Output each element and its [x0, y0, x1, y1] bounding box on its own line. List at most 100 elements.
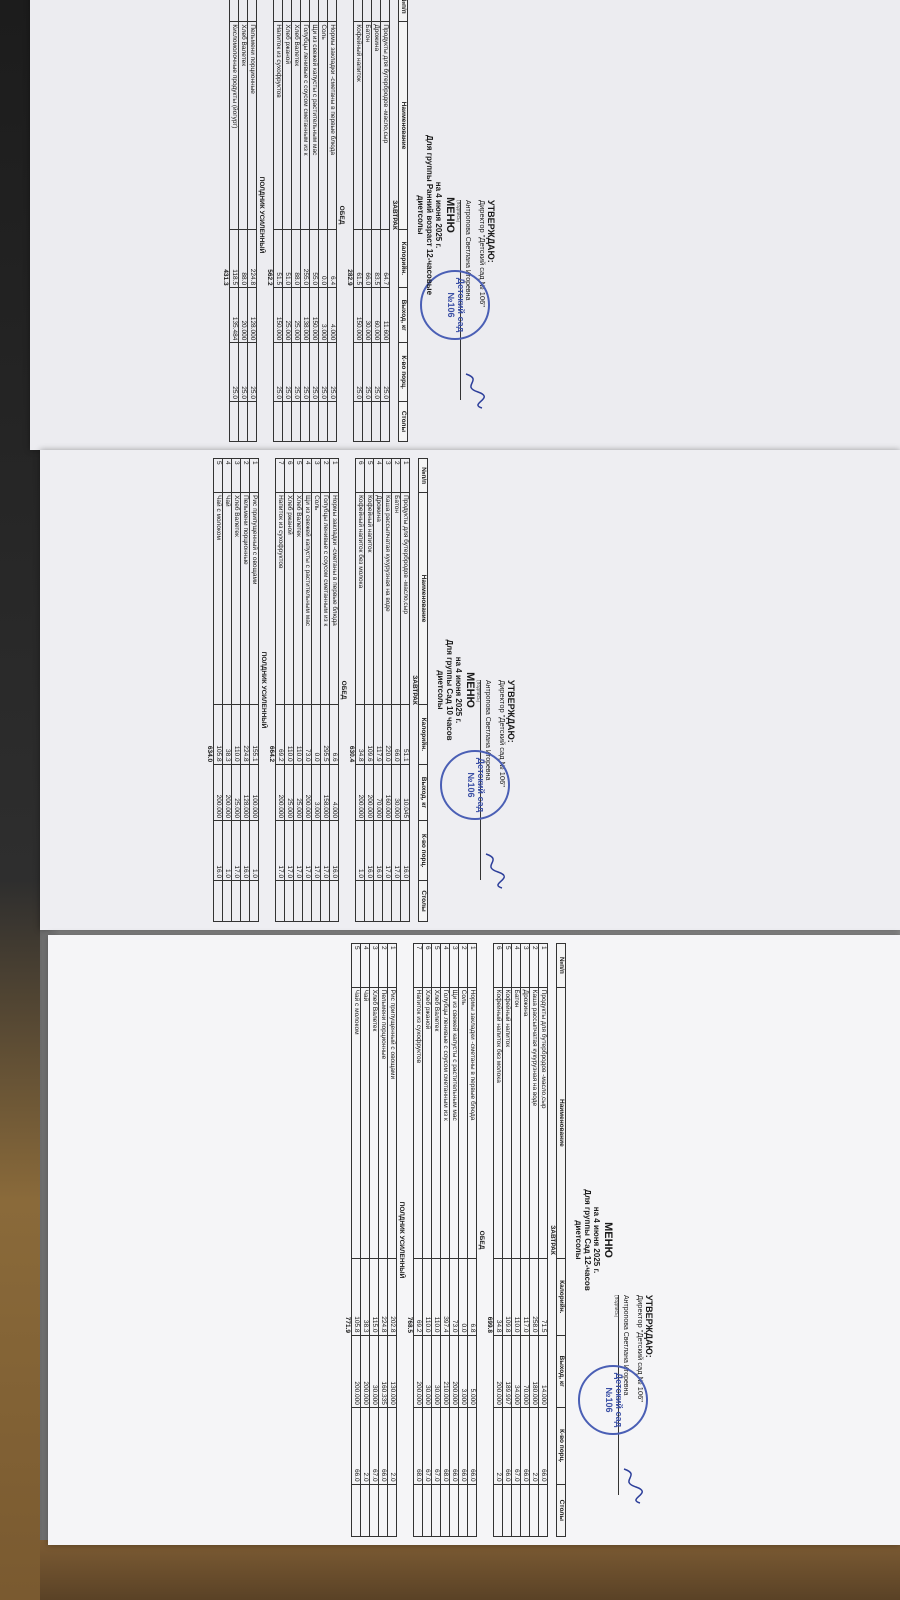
- table-cell: 17.0: [293, 820, 303, 881]
- column-header: Выход, кг: [556, 1335, 566, 1408]
- table-cell: 11.600: [380, 287, 390, 343]
- table-cell: 25.0: [229, 342, 239, 402]
- table-cell: 110.0: [284, 704, 294, 765]
- table-cell: 109.8: [502, 1258, 512, 1336]
- table-cell: 55.0: [309, 229, 319, 288]
- table-cell: 1: [380, 0, 390, 22]
- table-cell: Дрожина: [371, 21, 381, 230]
- table-cell: 25.0: [362, 342, 372, 402]
- table-cell: 5: [213, 458, 223, 493]
- column-header: Калорийн.: [418, 704, 428, 765]
- table-cell: 3: [369, 943, 379, 988]
- section-total-row: 768.5: [405, 944, 414, 1537]
- table-cell: 1: [329, 458, 339, 493]
- table-cell: 220.0: [382, 704, 392, 765]
- section-name: ОБЕД: [337, 205, 345, 225]
- table-cell: 5: [364, 458, 374, 493]
- table-cell-tables: [400, 880, 410, 922]
- menu-document: УТВЕРЖДАЮ:Директор "Детский сад № 106"Ан…: [48, 935, 658, 1545]
- menu-document: УТВЕРЖДАЮ:Директор "Детский сад № 106"Ан…: [30, 0, 500, 450]
- table-cell-tables: [300, 401, 310, 442]
- table-cell-tables: [380, 401, 390, 442]
- table-cell: 17.0: [302, 820, 312, 881]
- table-cell: 4.000: [329, 764, 339, 821]
- table-cell: 5: [293, 458, 303, 493]
- table-cell: Хлеб ржаной: [422, 987, 432, 1259]
- table-cell-tables: [511, 1484, 521, 1537]
- menu-document: УТВЕРЖДАЮ:Директор "Детский сад № 106"Ан…: [40, 450, 520, 930]
- table-cell: 73.0: [302, 704, 312, 765]
- table-cell: 3: [231, 458, 241, 493]
- table-cell-tables: [529, 1484, 539, 1537]
- table-cell: 180.000: [529, 1335, 539, 1408]
- table-cell: 200.000: [302, 764, 312, 821]
- table-cell: 69.2: [275, 704, 285, 765]
- table-cell: 3: [382, 458, 392, 493]
- table-cell-tables: [320, 880, 330, 922]
- table-cell: 66.0: [391, 704, 401, 765]
- section-total: 431.3: [221, 269, 229, 286]
- table-cell-tables: [538, 1484, 548, 1537]
- table-cell: Продукты для бутербродов -масло,сыр: [380, 21, 390, 230]
- total-spacer: [343, 944, 352, 1259]
- menu-diet: диетсолы: [573, 1220, 583, 1260]
- total-spacer: [485, 944, 494, 1259]
- table-cell: Чай: [222, 492, 232, 705]
- table-cell: 30.000: [362, 287, 372, 343]
- column-header: К-во порц.: [418, 820, 428, 881]
- section-name: ПОЛДНИК УСИЛЕННЫЙ: [397, 1201, 405, 1279]
- table-cell: 3: [309, 0, 319, 22]
- total-spacer: [221, 288, 230, 442]
- table-cell-tables: [364, 880, 374, 922]
- table-cell: Кофейный напиток без молока: [493, 987, 503, 1259]
- table-cell: 2: [371, 0, 381, 22]
- table-cell: 5: [351, 943, 361, 988]
- column-header: Выход, кг: [398, 287, 408, 343]
- table-cell-tables: [371, 401, 381, 442]
- table-cell-tables: [213, 880, 223, 922]
- table-cell: 6.8: [467, 1258, 477, 1336]
- table-cell-tables: [240, 880, 250, 922]
- table-cell: 117.9: [373, 704, 383, 765]
- table-cell-tables: [353, 401, 363, 442]
- table-cell: Каша рассыпчатая кукурузная на воде: [529, 987, 539, 1259]
- table-cell-tables: [351, 1484, 361, 1537]
- table-cell: 158.000: [320, 764, 330, 821]
- table-cell: 64.7: [380, 229, 390, 288]
- table-cell: 16.0: [213, 820, 223, 881]
- section-name: ОБЕД: [339, 680, 347, 700]
- total-spacer: [265, 0, 274, 229]
- table-cell: 1.0: [249, 820, 259, 881]
- table-cell-tables: [318, 401, 328, 442]
- table-cell: Продукты для бутербродов -масло,сыр: [538, 987, 548, 1259]
- column-header: Столы: [418, 880, 428, 922]
- director-signature-icon: [485, 853, 505, 889]
- table-cell: 17.0: [231, 820, 241, 881]
- menu-sheet-garden-12h: УТВЕРЖДАЮ:Директор "Детский сад № 106"Ан…: [48, 935, 900, 1545]
- table-cell: 6: [493, 943, 503, 988]
- table-cell: 2: [240, 458, 250, 493]
- total-spacer: [405, 944, 414, 1259]
- table-cell: 118.5: [229, 229, 239, 288]
- table-cell-tables: [360, 1484, 370, 1537]
- table-cell: Чай с молоком: [351, 987, 361, 1259]
- table-cell: 128.000: [240, 764, 250, 821]
- table-cell-tables: [355, 880, 365, 922]
